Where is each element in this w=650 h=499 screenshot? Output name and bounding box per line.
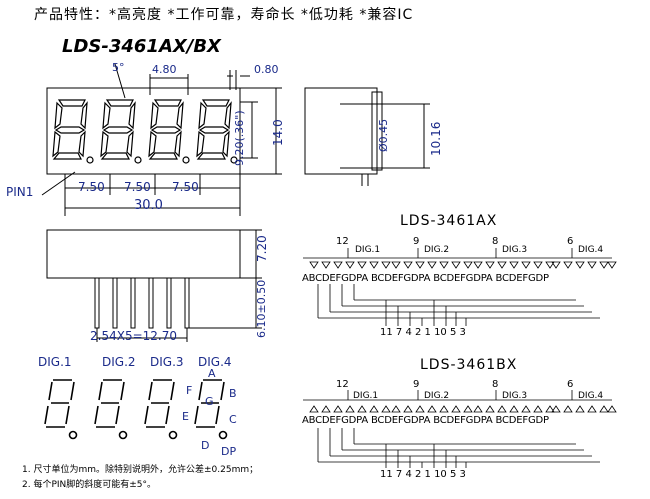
segment-a-label: A [208, 367, 216, 380]
bx-pin-dig1: 12 [336, 379, 349, 390]
front-digit-3 [148, 99, 190, 164]
body-height-dim: 14.0 [271, 119, 285, 146]
pin-pitch-dim: 2.54X5=12.70 [90, 329, 177, 343]
features-line: 产品特性：*高亮度 *工作可靠，寿命长 *低功耗 *兼容IC [34, 7, 414, 23]
pin1-label: PIN1 [6, 185, 34, 199]
bx-dig4: DIG.4 [578, 391, 604, 401]
front-body-outline [46, 87, 241, 175]
segment-digit-1 [44, 379, 78, 440]
ax-bottom-pins: 11 7 4 2 1 10 5 3 [380, 327, 466, 338]
bottom-pins [94, 277, 190, 329]
circuit-ax-wiring [303, 248, 617, 326]
ax-segment-row: ABCDEFGDPA BCDEFGDPA BCDEFGDPA BCDEFGDP [302, 273, 549, 284]
note-1: 1. 尺寸单位为mm。除特别说明外，允许公差±0.25mm； [22, 465, 259, 475]
ax-pin-dig2: 9 [413, 236, 420, 247]
total-length-dim: 30.0 [134, 198, 163, 213]
ax-dig4: DIG.4 [578, 245, 604, 255]
pitch-b-dim: 7.50 [124, 180, 151, 194]
segment-f-label: F [186, 384, 193, 397]
bx-dig1: DIG.1 [353, 391, 379, 401]
segment-dp-label: DP [221, 445, 237, 458]
side-view [304, 87, 430, 186]
seg-width-dim: 4.80 [152, 63, 177, 76]
circuit-ax-title: LDS-3461AX [400, 213, 498, 229]
ax-dig1: DIG.1 [355, 245, 381, 255]
bottom-body-outline [46, 229, 241, 279]
digit-height-dim: 9.20(.36") [233, 110, 246, 166]
dig2-label: DIG.2 [102, 355, 136, 369]
model-title: LDS-3461AX/BX [62, 36, 221, 57]
segment-d-label: D [201, 439, 210, 452]
front-digit-2 [100, 99, 142, 164]
segment-e-label: E [182, 410, 189, 423]
bx-segment-row: ABCDEFGDPA BCDEFGDPA BCDEFGDPA BCDEFGDP [302, 415, 549, 426]
ax-dig3: DIG.3 [502, 245, 528, 255]
circuit-bx-wiring [303, 390, 617, 468]
circuit-bx-title: LDS-3461BX [420, 357, 518, 373]
bx-pin-dig3: 8 [492, 379, 499, 390]
angle-dim: 5° [112, 61, 125, 74]
segment-g-label: G [205, 395, 214, 408]
segment-digit-4 [194, 379, 228, 440]
front-digits [52, 99, 238, 164]
ax-pin-dig3: 8 [492, 236, 499, 247]
bx-dig3: DIG.3 [502, 391, 528, 401]
dig1-label: DIG.1 [38, 355, 72, 369]
pitch-c-dim: 7.50 [172, 180, 199, 194]
side-height-dim: 10.16 [429, 121, 443, 156]
dig3-label: DIG.3 [150, 355, 184, 369]
ax-pin-dig1: 12 [336, 236, 349, 247]
segment-c-label: C [229, 413, 237, 426]
bx-pin-dig4: 6 [567, 379, 574, 390]
note-2: 2. 每个PIN脚的斜度可能有±5°。 [22, 480, 157, 490]
seg-gap-dim: 0.80 [254, 63, 279, 76]
front-digit-4 [196, 99, 238, 164]
side-body-outline [304, 87, 378, 175]
segment-digits [44, 379, 228, 440]
bottom-view [46, 229, 262, 342]
bx-bottom-pins: 11 7 4 2 1 10 5 3 [380, 469, 466, 480]
bx-dig2: DIG.2 [424, 391, 450, 401]
ax-pin-dig4: 6 [567, 236, 574, 247]
front-view [41, 63, 282, 216]
segment-digit-3 [144, 379, 178, 440]
ax-dig2: DIG.2 [424, 245, 450, 255]
body-depth-dim: 7.20 [255, 235, 269, 262]
segment-b-label: B [229, 387, 237, 400]
bx-pin-dig2: 9 [413, 379, 420, 390]
segment-digit-2 [94, 379, 128, 440]
front-digit-1 [52, 99, 94, 164]
dig4-label: DIG.4 [198, 355, 232, 369]
pin-diameter-dim: Ø0.45 [377, 118, 390, 152]
pin-length-dim: 6.10±0.50 [255, 279, 268, 338]
pitch-a-dim: 7.50 [78, 180, 105, 194]
